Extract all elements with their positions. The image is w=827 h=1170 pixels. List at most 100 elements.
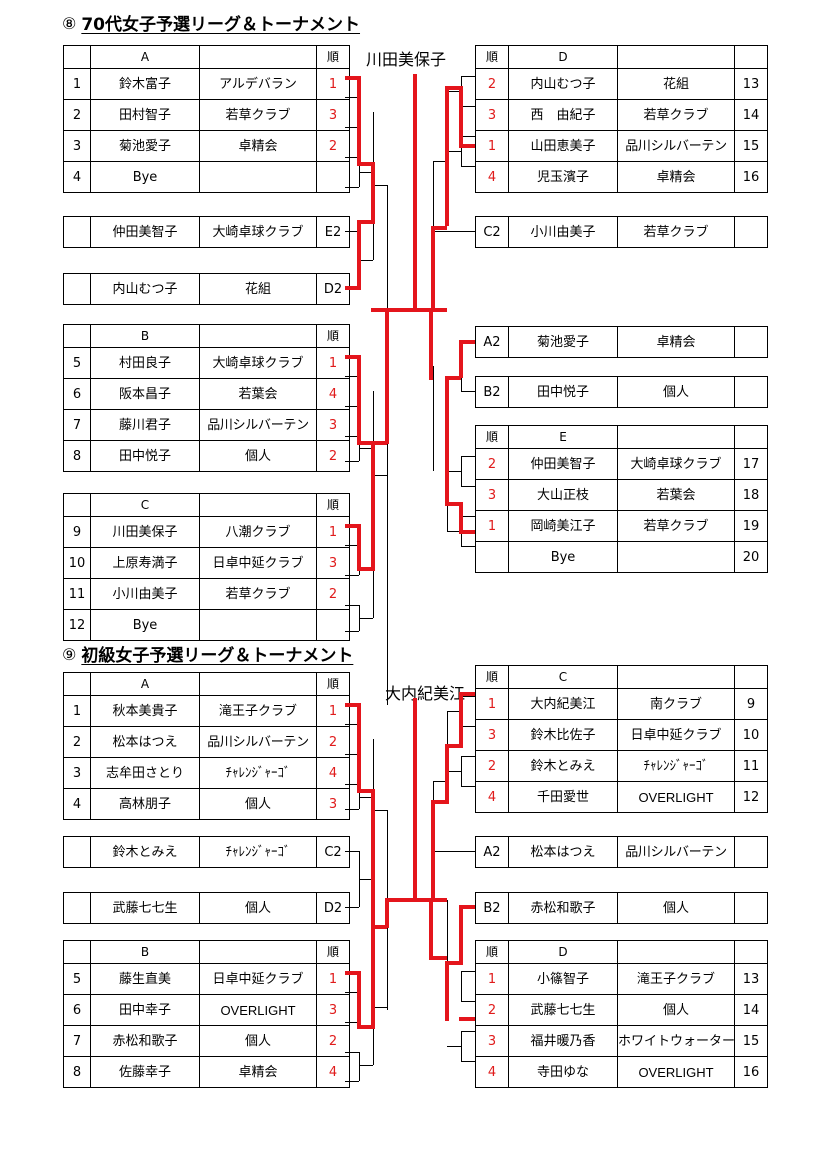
row-name: 鈴木比佐子: [508, 719, 618, 751]
row-rank: 2: [475, 994, 509, 1026]
group-C-table-sec14: C 順 9 川田美保子 八潮クラブ 1 10 上原寿満子 日卓中延クラブ 3 1…: [63, 493, 350, 641]
row-rank: 3: [475, 99, 509, 131]
row-club: 日卓中延クラブ: [617, 719, 735, 751]
bracket-line: [345, 605, 359, 606]
row-seed: D2: [316, 273, 350, 305]
header-rank: 順: [475, 665, 509, 689]
winner-path: [431, 800, 447, 804]
group-C-table-sec15: 順 C 1 大内紀美江 南クラブ 9 3 鈴木比佐子 日卓中延クラブ 10 2 …: [475, 665, 768, 813]
table-row: 9 川田美保子 八潮クラブ 1: [63, 516, 350, 548]
header-club: [617, 45, 735, 69]
row-club: OVERLIGHT: [617, 781, 735, 813]
header-rank: 順: [475, 425, 509, 449]
row-no: 2: [63, 99, 91, 131]
row-rank: 3: [316, 788, 350, 820]
winner-path: [429, 308, 433, 380]
bracket-line: [461, 971, 462, 1001]
bracket-line: [359, 260, 373, 261]
table-row: 2 松本はつえ 品川シルバーテン 2: [63, 726, 350, 758]
table-row: 4 寺田ゆな OVERLIGHT 16: [475, 1056, 768, 1088]
section-15-champion: 大内紀美江: [385, 684, 466, 703]
table-row: 2 内山むつ子 花組 13: [475, 68, 768, 100]
bracket-line: [345, 1081, 359, 1082]
table-row: 3 志牟田さとり ﾁｬﾚﾝｼﾞｬｰｺﾞ 4: [63, 757, 350, 789]
bracket-line: [345, 809, 359, 810]
winner-path: [357, 1025, 373, 1029]
row-rank: 4: [475, 161, 509, 193]
table-row: 10 上原寿満子 日卓中延クラブ 3: [63, 547, 350, 579]
row-no: 8: [63, 1056, 91, 1088]
table-header-row: 順 E: [475, 425, 768, 449]
winner-path: [357, 703, 361, 793]
row-name: 児玉濱子: [508, 161, 618, 193]
row-rank: 2: [316, 130, 350, 162]
row-club: 個人: [199, 788, 317, 820]
header-club: [199, 493, 317, 517]
seed-E2-table-sec14: 仲田美智子 大崎卓球クラブ E2: [63, 216, 350, 248]
row-club: 卓精会: [617, 161, 735, 193]
row-index: 15: [734, 130, 768, 162]
header-no: [63, 672, 91, 696]
row-index: [734, 376, 768, 408]
section-15-number: ⑨: [62, 645, 77, 664]
header-club: [617, 425, 735, 449]
table-row: 8 田中悦子 個人 2: [63, 440, 350, 472]
bracket-line: [461, 391, 475, 392]
winner-path-final: [385, 898, 445, 902]
row-rank: 3: [475, 479, 509, 511]
bracket-line: [433, 851, 461, 852]
winner-path: [445, 502, 461, 506]
row-name: Bye: [508, 541, 618, 573]
row-no: 12: [63, 609, 91, 641]
row-club: 個人: [617, 994, 735, 1026]
table-header-row: C 順: [63, 493, 350, 517]
header-group-letter: B: [90, 940, 200, 964]
row-name: 内山むつ子: [90, 273, 200, 305]
row-no: [63, 892, 91, 924]
header-club: [199, 45, 317, 69]
table-row: 1 鈴木富子 アルデバラン 1: [63, 68, 350, 100]
row-no: 1: [63, 68, 91, 100]
bracket-line: [345, 461, 359, 462]
table-row: 1 小篠智子 滝王子クラブ 13: [475, 963, 768, 995]
header-rank: 順: [316, 940, 350, 964]
header-club: [199, 940, 317, 964]
bracket-line: [461, 456, 475, 457]
row-name: 田中悦子: [508, 376, 618, 408]
row-seed: D2: [316, 892, 350, 924]
table-row: 7 藤川君子 品川シルバーテン 3: [63, 409, 350, 441]
row-rank: 4: [316, 378, 350, 410]
row-rank: [316, 609, 350, 641]
bracket-line: [461, 726, 475, 727]
winner-path-final: [413, 698, 417, 900]
row-club: 卓精会: [199, 1056, 317, 1088]
table-row: 2 武藤七七生 個人 14: [475, 994, 768, 1026]
group-D-table-sec15: 順 D 1 小篠智子 滝王子クラブ 13 2 武藤七七生 個人 14 3 福井暖…: [475, 940, 768, 1088]
bracket-line: [433, 781, 447, 782]
row-index: 19: [734, 510, 768, 542]
winner-path: [385, 308, 389, 444]
row-rank: 2: [475, 68, 509, 100]
header-rank: 順: [316, 324, 350, 348]
row-rank: 2: [316, 1025, 350, 1057]
bracket-line: [359, 784, 360, 809]
header-group-letter: D: [508, 45, 618, 69]
row-no: 4: [63, 788, 91, 820]
row-seed: C2: [475, 216, 509, 248]
table-row: B2 赤松和歌子 個人: [475, 892, 768, 924]
bracket-line: [359, 1065, 373, 1066]
row-club: OVERLIGHT: [199, 994, 317, 1026]
row-seed: B2: [475, 892, 509, 924]
row-name: 岡崎美江子: [508, 510, 618, 542]
header-index: [734, 665, 768, 689]
row-club: 若草クラブ: [617, 216, 735, 248]
winner-path: [357, 220, 373, 224]
row-name: Bye: [90, 609, 200, 641]
row-club: 南クラブ: [617, 688, 735, 720]
row-name: 村田良子: [90, 347, 200, 379]
header-index: [734, 45, 768, 69]
row-name: 内山むつ子: [508, 68, 618, 100]
bracket-line: [461, 231, 475, 232]
